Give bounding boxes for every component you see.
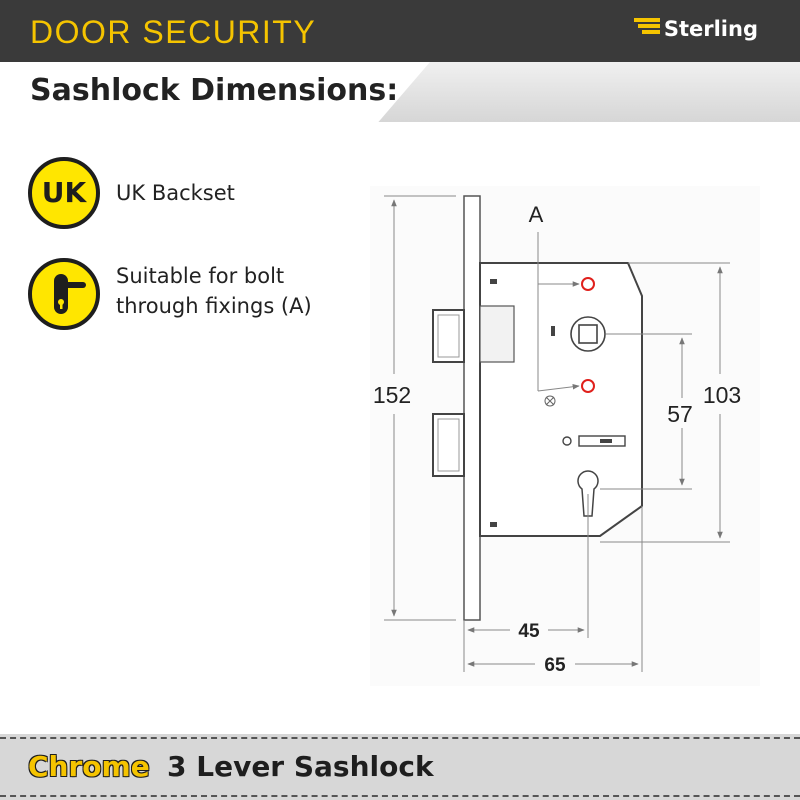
keyhole xyxy=(577,470,599,517)
fixing-hole-bottom xyxy=(581,379,595,393)
door-handle-icon xyxy=(28,258,100,330)
finish-label: Chrome xyxy=(28,750,150,783)
feature-label-line-2: through fixings (A) xyxy=(116,294,312,318)
footer-divider-bottom xyxy=(0,795,800,797)
dim-case-depth: 65 xyxy=(544,655,566,676)
fixing-hole-top xyxy=(581,277,595,291)
category-label: DOOR SECURITY xyxy=(30,14,317,50)
header-bar xyxy=(0,0,800,62)
forend-plate xyxy=(463,195,481,621)
brand-name: Sterling xyxy=(663,17,758,41)
brand-logo: Sterling xyxy=(633,14,758,44)
follower-spindle xyxy=(570,316,606,352)
feature-label-line-1: Suitable for bolt xyxy=(116,264,285,288)
product-name: 3 Lever Sashlock xyxy=(167,750,434,783)
lock-case xyxy=(479,262,643,537)
dim-centres: 57 xyxy=(667,401,693,427)
page-title: Sashlock Dimensions: xyxy=(30,73,399,108)
feature-label: UK Backset xyxy=(116,181,235,205)
footer-divider-top xyxy=(0,737,800,739)
sashlock-diagram: A 152 103 57 45 65 xyxy=(370,186,760,686)
uk-badge-icon: UK xyxy=(28,157,100,229)
uk-badge-text: UK xyxy=(41,176,87,209)
dim-case-height: 103 xyxy=(703,382,741,408)
dim-overall-height: 152 xyxy=(373,382,411,408)
title-tab xyxy=(0,62,430,122)
fixing-label: A xyxy=(529,202,544,227)
brand-stripes-icon xyxy=(633,18,660,40)
dim-backset: 45 xyxy=(518,621,540,642)
footer-bar xyxy=(0,734,800,800)
